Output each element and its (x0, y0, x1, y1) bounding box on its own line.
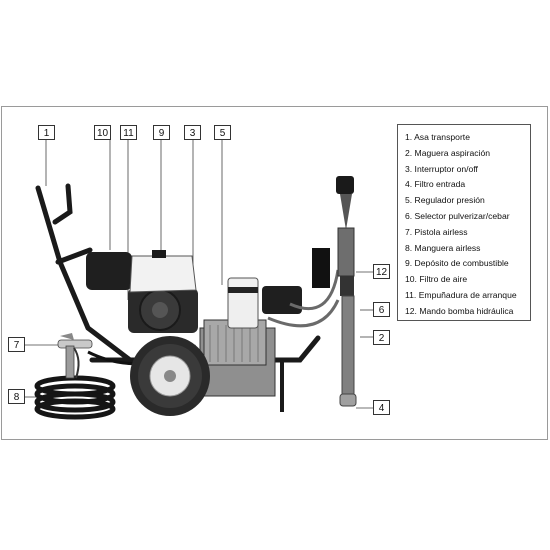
fuel-tank (129, 255, 197, 293)
wheel (130, 336, 210, 416)
callout-10: 10 (94, 125, 111, 140)
legend-item: 10. Filtro de aire (405, 274, 468, 285)
callout-11: 11 (120, 125, 137, 140)
spray-gun (57, 333, 93, 379)
hydraulic-block (262, 286, 302, 314)
parts-legend: 1. Asa transporte 2. Maguera aspiración … (397, 124, 531, 321)
legend-item: 11. Empuñadura de arranque (405, 289, 517, 300)
callout-12: 12 (373, 264, 390, 279)
callout-4: 4 (373, 400, 390, 415)
legend-item: 6. Selector pulverizar/cebar (405, 210, 510, 221)
air-filter (86, 252, 132, 290)
legend-item: 7. Pistola airless (405, 226, 468, 237)
control-box (312, 248, 330, 288)
callout-2: 2 (373, 330, 390, 345)
legend-item: 5. Regulador presión (405, 195, 485, 206)
legend-item: 2. Maguera aspiración (405, 147, 491, 158)
callout-6: 6 (373, 302, 390, 317)
pressure-regulator (227, 277, 259, 329)
callout-7: 7 (8, 337, 25, 352)
legend-item: 3. Interruptor on/off (405, 163, 478, 174)
legend-item: 8. Manguera airless (405, 242, 481, 253)
pump-column (336, 176, 357, 407)
legend-item: 4. Filtro entrada (405, 179, 466, 190)
legend-item: 9. Depósito de combustible (405, 258, 509, 269)
callout-3: 3 (184, 125, 201, 140)
callout-9: 9 (153, 125, 170, 140)
legend-item: 12. Mando bomba hidráulica (405, 305, 514, 316)
hose-coil (34, 375, 116, 420)
callout-1: 1 (38, 125, 55, 140)
callout-5: 5 (214, 125, 231, 140)
legend-item: 1. Asa transporte (405, 132, 470, 142)
callout-8: 8 (8, 389, 25, 404)
diagram-frame (1, 106, 548, 440)
